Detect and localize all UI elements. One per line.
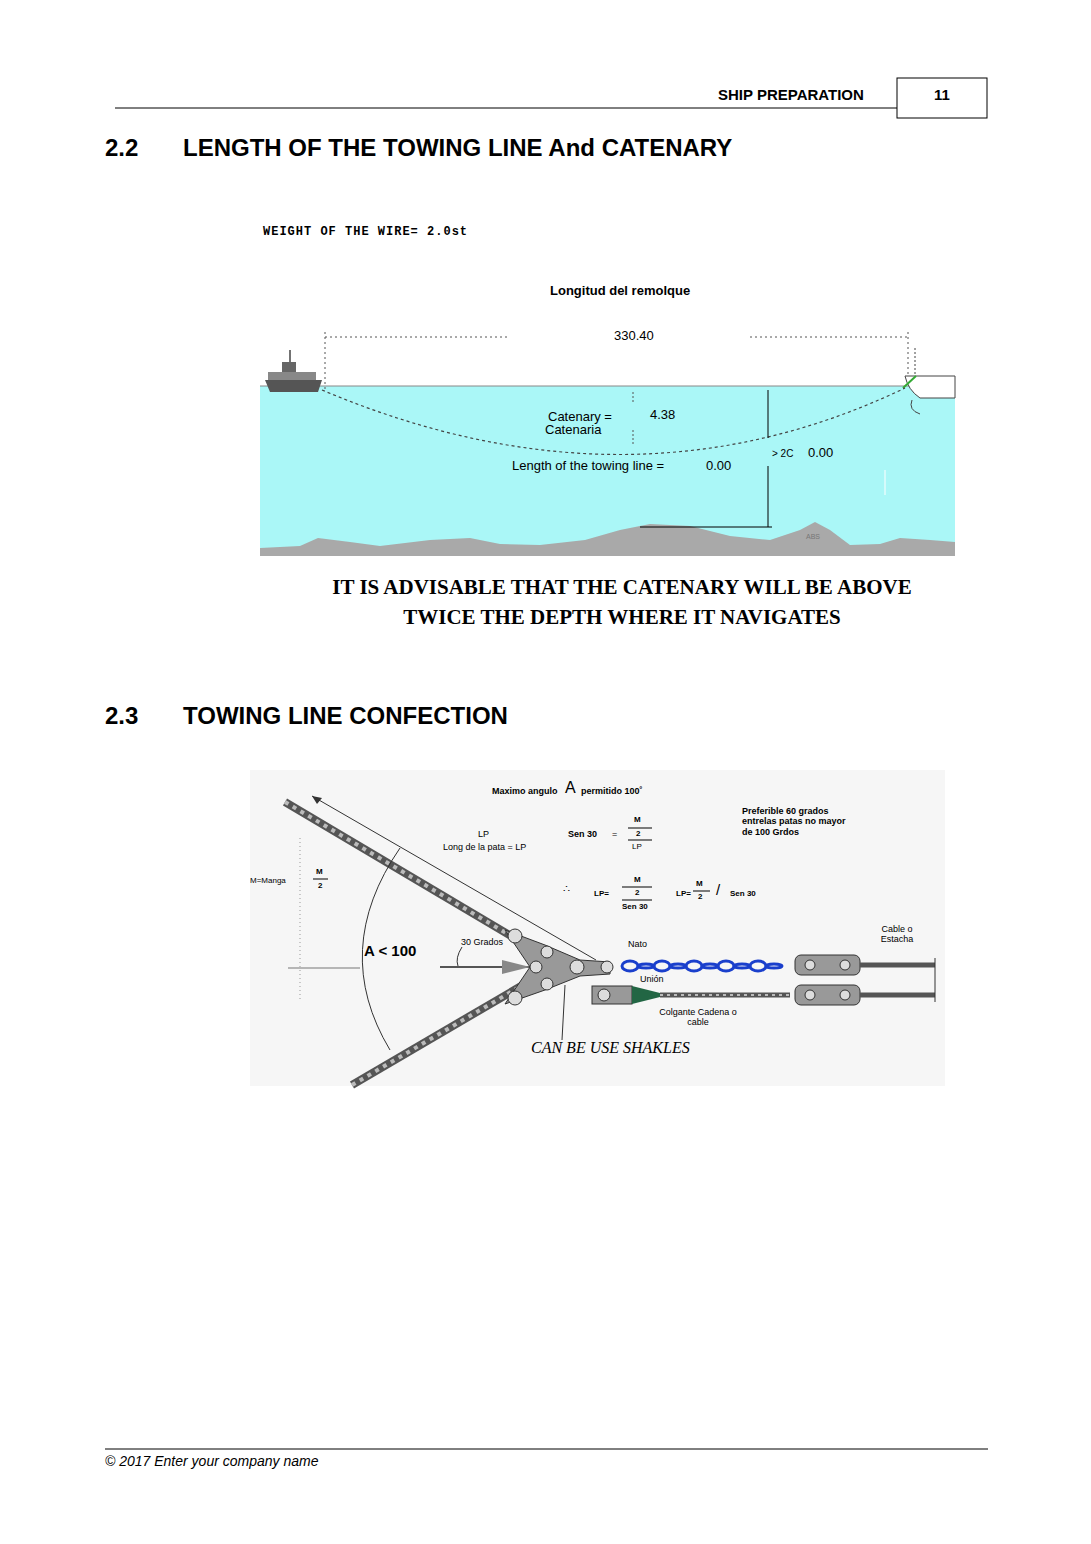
towline-value: 0.00 xyxy=(706,459,731,474)
angle-note: Maximo angulo xyxy=(492,786,558,796)
formula-text: M xyxy=(696,879,703,888)
depth-value: 0.00 xyxy=(808,446,833,461)
chain-link xyxy=(622,961,638,971)
chain-link xyxy=(718,961,734,971)
formula-text: LP= xyxy=(594,889,609,898)
angle-label: A < 100 xyxy=(364,942,416,959)
note: CAN BE USE SHAKLES xyxy=(531,1039,690,1057)
angle-note: permitido 100˚ xyxy=(581,786,643,796)
part-label: Cable o Estacha xyxy=(868,924,926,945)
angle-symbol: A xyxy=(565,779,576,797)
formula-text: 2 xyxy=(636,829,640,838)
chain-link xyxy=(686,961,702,971)
formula-text: 2 xyxy=(635,888,639,897)
formula-text: M xyxy=(316,867,323,876)
footer: © 2017 Enter your company name xyxy=(105,1453,318,1469)
formula-text: Long de la pata = LP xyxy=(443,842,526,852)
section-title: LENGTH OF THE TOWING LINE And CATENARY xyxy=(183,134,732,162)
formula-text: = xyxy=(612,829,617,839)
chain-link xyxy=(734,964,750,968)
beam-label: M=Manga xyxy=(250,876,286,885)
formula-text: LP xyxy=(478,829,489,839)
formula-text: LP xyxy=(632,842,642,851)
formula-text: LP= xyxy=(676,889,691,898)
formula-text: / xyxy=(716,881,720,898)
towed-ship xyxy=(903,348,955,414)
chain-link xyxy=(750,961,766,971)
page-number: 11 xyxy=(934,86,950,103)
catenary-value: 4.38 xyxy=(650,408,675,423)
tug xyxy=(265,350,322,392)
diagram-title: Longitud del remolque xyxy=(550,284,690,299)
preference-note: Preferible 60 grados entrelas patas no m… xyxy=(742,806,847,837)
formula-text: Sen 30 xyxy=(730,889,756,898)
part-label: Nato xyxy=(628,939,647,949)
catenary-label: Catenaria xyxy=(545,423,601,438)
section-number: 2.3 xyxy=(105,702,138,730)
part-label: Colgante Cadena o cable xyxy=(648,1007,748,1028)
depth-label: > 2C xyxy=(772,448,793,460)
wire-weight: WEIGHT OF THE WIRE= 2.0st xyxy=(263,226,468,240)
chain-link xyxy=(654,961,670,971)
length-value: 330.40 xyxy=(614,329,654,344)
towline-label: Length of the towing line = xyxy=(512,459,664,474)
formula-text: ∴ xyxy=(563,883,570,896)
section-number: 2.2 xyxy=(105,134,138,162)
formula-text: M xyxy=(634,815,641,824)
chain-link xyxy=(702,964,718,968)
chain-link xyxy=(766,964,782,968)
chain-link xyxy=(638,964,654,968)
formula-text: Sen 30 xyxy=(568,829,597,839)
advice-note: IT IS ADVISABLE THAT THE CATENARY WILL B… xyxy=(302,572,942,632)
running-header: SHIP PREPARATION xyxy=(718,86,864,103)
seabed-mark: ABS xyxy=(806,533,820,541)
section-title: TOWING LINE CONFECTION xyxy=(183,702,508,730)
formula-text: M xyxy=(634,875,641,884)
part-label: Unión xyxy=(640,974,664,984)
formula-text: Sen 30 xyxy=(622,902,648,911)
angle-label: 30 Grados xyxy=(461,937,503,947)
formula-text: 2 xyxy=(698,892,702,901)
chain-link xyxy=(670,964,686,968)
formula-text: 2 xyxy=(318,881,322,890)
